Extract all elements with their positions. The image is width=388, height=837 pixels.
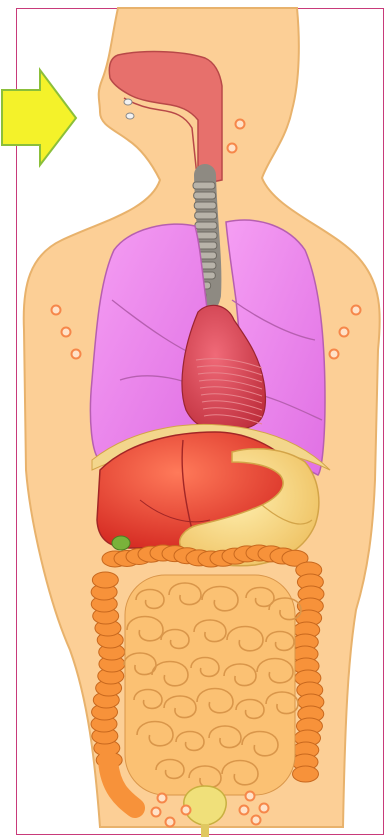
pointer-arrow: [2, 70, 76, 165]
lymph-node: [330, 350, 339, 359]
lymph-node: [252, 816, 261, 825]
lymph-node: [152, 808, 161, 817]
lymph-node: [62, 328, 71, 337]
lymph-node: [240, 806, 249, 815]
lymph-node: [340, 328, 349, 337]
lymph-node: [236, 120, 245, 129]
lymph-node: [52, 306, 61, 315]
lymph-node: [246, 792, 255, 801]
lymph-node: [260, 804, 269, 813]
small-intestine-icon: [124, 575, 301, 795]
lymph-node: [182, 806, 191, 815]
gallbladder-icon: [112, 536, 130, 550]
lymph-node: [166, 818, 175, 827]
lymph-node: [72, 350, 81, 359]
lymph-node: [352, 306, 361, 315]
lymph-node: [228, 144, 237, 153]
lymph-node: [158, 794, 167, 803]
